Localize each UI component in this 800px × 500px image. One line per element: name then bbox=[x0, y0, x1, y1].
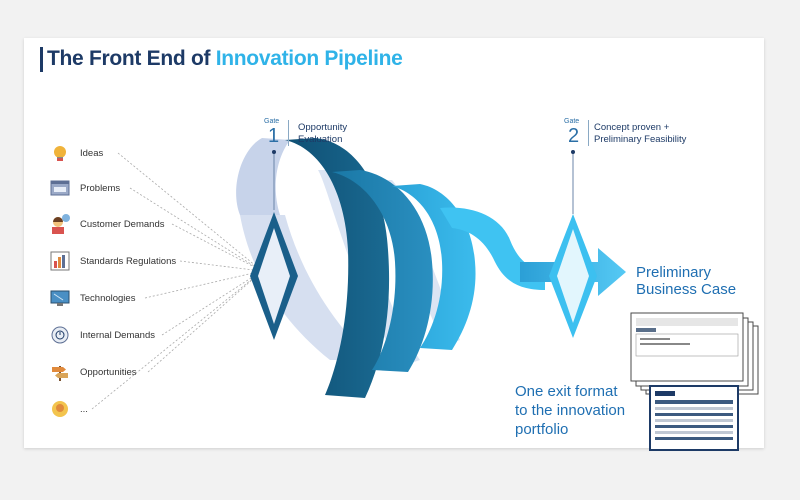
connector-line bbox=[129, 187, 263, 272]
input-item-more: ... bbox=[49, 397, 88, 421]
portfolio-row bbox=[655, 437, 733, 440]
document-header-bar bbox=[636, 318, 738, 326]
document-box bbox=[635, 333, 739, 357]
spiral-back-loop bbox=[236, 138, 290, 215]
gate-1-marker bbox=[250, 150, 298, 340]
gate-1-diamond-inner bbox=[258, 228, 290, 324]
input-item-internal-demands: Internal Demands bbox=[49, 323, 155, 347]
gate-2-text-line2: Preliminary Feasibility bbox=[594, 134, 687, 145]
input-label: Technologies bbox=[80, 292, 136, 304]
portfolio-document bbox=[649, 385, 739, 451]
input-label: Customer Demands bbox=[80, 218, 165, 230]
input-label: Problems bbox=[80, 182, 121, 194]
customer-person-icon bbox=[49, 213, 71, 235]
gate-2-separator bbox=[588, 120, 589, 146]
gate-2-word: Gate bbox=[564, 118, 580, 125]
gate-2-diamond-inner bbox=[557, 229, 589, 323]
input-item-opportunities: Opportunities bbox=[49, 360, 137, 384]
gate-1-text-line1: Opportunity bbox=[298, 122, 348, 133]
exit-line2: to the innovation bbox=[515, 402, 626, 419]
browser-window-icon bbox=[49, 177, 71, 199]
input-item-ideas: Ideas bbox=[49, 141, 103, 165]
gate-1-separator bbox=[288, 120, 289, 146]
title-accent-bar bbox=[40, 47, 43, 72]
document-text-line bbox=[640, 338, 670, 340]
connector-line bbox=[117, 152, 263, 272]
connector-line bbox=[161, 270, 263, 336]
gate-2-marker bbox=[549, 150, 597, 338]
business-case-documents bbox=[630, 312, 759, 395]
output-line2: Business Case bbox=[636, 281, 737, 298]
portfolio-row bbox=[655, 419, 733, 422]
portfolio-row bbox=[655, 431, 733, 434]
portfolio-row bbox=[655, 413, 733, 416]
input-item-technologies: Technologies bbox=[49, 286, 135, 310]
input-label: Internal Demands bbox=[80, 329, 155, 341]
gate-2-dot bbox=[571, 150, 575, 154]
output-line1: Preliminary bbox=[636, 264, 712, 281]
input-label: Ideas bbox=[80, 147, 104, 159]
input-item-problems: Problems bbox=[49, 176, 120, 200]
exit-line1: One exit format bbox=[515, 383, 618, 400]
gate-2-number: 2 bbox=[568, 125, 580, 147]
exit-line3: portfolio bbox=[515, 421, 569, 438]
portfolio-logo bbox=[655, 391, 675, 396]
connector-lines bbox=[91, 152, 263, 410]
gate-2-text-line1: Concept proven + bbox=[594, 122, 670, 133]
document-text-line bbox=[640, 343, 690, 345]
input-item-standards-regulations: Standards Regulations bbox=[49, 249, 176, 273]
input-item-customer-demands: Customer Demands bbox=[49, 212, 164, 236]
gate-1-text-line2: Evaluation bbox=[298, 134, 343, 145]
document-field bbox=[636, 328, 656, 332]
title-accent: Innovation Pipeline bbox=[215, 47, 403, 70]
page-title: The Front End of Innovation Pipeline bbox=[47, 47, 403, 71]
gate-1-number: 1 bbox=[268, 125, 280, 147]
spiral-band-2 bbox=[332, 170, 433, 372]
spiral-tail bbox=[440, 207, 545, 290]
connector-line bbox=[179, 260, 263, 272]
spiral-band-1 bbox=[285, 138, 390, 398]
clock-head-icon bbox=[49, 324, 71, 346]
brain-head-icon bbox=[49, 398, 71, 420]
bar-chart-icon bbox=[49, 250, 71, 272]
signpost-icon bbox=[49, 361, 71, 383]
connector-line bbox=[147, 270, 263, 373]
monitor-icon bbox=[49, 287, 71, 309]
connector-line bbox=[144, 270, 263, 299]
input-label: Opportunities bbox=[80, 366, 137, 378]
portfolio-row bbox=[655, 425, 733, 428]
gate-1-word: Gate bbox=[264, 118, 280, 125]
gate-1-dot bbox=[272, 150, 276, 154]
connector-line bbox=[171, 223, 263, 272]
portfolio-row bbox=[655, 400, 733, 404]
connector-line bbox=[91, 270, 263, 410]
title-main: The Front End of bbox=[47, 47, 216, 70]
input-label: Standards Regulations bbox=[80, 255, 177, 267]
input-label: ... bbox=[80, 403, 88, 415]
lightbulb-icon bbox=[49, 142, 71, 164]
portfolio-row bbox=[655, 407, 733, 410]
